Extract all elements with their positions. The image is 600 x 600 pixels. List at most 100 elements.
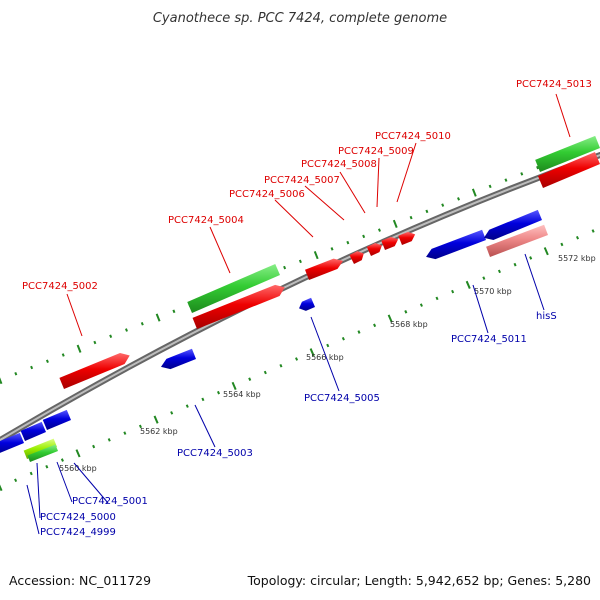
leader-line xyxy=(524,253,545,311)
minor-tick xyxy=(451,289,455,294)
gene-feature[interactable] xyxy=(192,284,285,329)
feature-tracks xyxy=(0,135,600,462)
gene-feature[interactable] xyxy=(366,243,382,256)
minor-tick xyxy=(435,296,439,301)
minor-tick xyxy=(373,323,377,328)
minor-tick xyxy=(520,172,524,176)
tick-label: 5564 kbp xyxy=(223,390,261,399)
leader-line xyxy=(209,226,231,274)
minor-tick xyxy=(504,178,508,182)
minor-tick xyxy=(346,240,350,245)
gene-feature[interactable] xyxy=(0,432,24,455)
minor-tick xyxy=(409,215,413,220)
gene-feature[interactable] xyxy=(42,409,71,430)
minor-tick xyxy=(14,371,18,376)
gene-feature[interactable] xyxy=(349,251,364,264)
gene-feature[interactable] xyxy=(27,444,58,462)
leader-line xyxy=(339,171,366,214)
major-tick xyxy=(155,313,161,322)
leader-line xyxy=(396,142,417,203)
gene-feature[interactable] xyxy=(20,421,46,441)
minor-tick xyxy=(125,328,128,332)
minor-tick xyxy=(482,276,486,280)
major-tick xyxy=(153,415,159,424)
minor-tick xyxy=(377,228,381,232)
tick-labels: 5560 kbp 5562 kbp 5564 kbp 5566 kbp 5568… xyxy=(59,254,596,473)
minor-tick xyxy=(295,357,299,361)
gene-label[interactable]: PCC7424_5006 xyxy=(229,189,305,200)
minor-tick xyxy=(201,397,205,402)
major-tick xyxy=(309,348,315,357)
major-tick xyxy=(231,381,237,391)
gene-feature[interactable] xyxy=(187,263,280,313)
gene-feature[interactable] xyxy=(381,236,399,250)
minor-tick xyxy=(123,431,127,435)
gene-feature[interactable] xyxy=(535,135,600,172)
leader-line xyxy=(73,462,109,504)
minor-tick xyxy=(45,465,49,469)
minor-tick xyxy=(529,256,533,260)
minor-tick xyxy=(536,165,540,170)
gene-label[interactable]: PCC7424_5003 xyxy=(177,448,253,459)
gene-label[interactable]: hisS xyxy=(536,311,557,322)
minor-tick xyxy=(404,310,408,314)
genome-summary-text: Topology: circular; Length: 5,942,652 bp… xyxy=(247,573,591,588)
leader-line xyxy=(194,404,216,448)
gene-feature[interactable] xyxy=(537,152,600,188)
gene-feature[interactable] xyxy=(483,209,542,240)
major-tick xyxy=(392,219,398,228)
lower-tick-track xyxy=(0,229,595,492)
leader-line xyxy=(274,199,314,238)
gene-label[interactable]: PCC7424_5007 xyxy=(264,175,340,186)
minor-tick xyxy=(60,458,64,462)
minor-tick xyxy=(326,343,330,348)
accession-text: Accession: NC_011729 xyxy=(9,573,152,588)
gene-label[interactable]: PCC7424_5002 xyxy=(22,281,98,292)
minor-tick xyxy=(298,259,302,264)
major-tick xyxy=(0,377,3,385)
minor-tick xyxy=(419,303,423,307)
gene-feature[interactable] xyxy=(59,352,130,389)
gene-feature[interactable] xyxy=(398,231,416,245)
major-tick xyxy=(387,314,393,323)
gene-label[interactable]: PCC7424_5009 xyxy=(338,146,414,157)
tick-label: 5566 kbp xyxy=(306,353,344,362)
gene-feature[interactable] xyxy=(160,348,196,370)
leader-line xyxy=(66,293,83,337)
minor-tick xyxy=(107,438,111,442)
gene-label[interactable]: PCC7424_5004 xyxy=(168,215,244,226)
gene-label[interactable]: PCC7424_5010 xyxy=(375,131,451,142)
major-tick xyxy=(75,449,81,458)
minor-tick xyxy=(172,309,176,314)
gene-label[interactable]: PCC7424_5013 xyxy=(516,79,592,90)
minor-tick xyxy=(441,203,445,207)
minor-tick xyxy=(14,478,18,483)
label-leader-lines xyxy=(26,93,571,535)
gene-feature[interactable] xyxy=(486,224,548,257)
gene-label[interactable]: PCC7424_5008 xyxy=(301,159,377,170)
gene-feature[interactable] xyxy=(305,258,344,280)
reverse-gene-labels: PCC7424_4999 PCC7424_5000 PCC7424_5001 P… xyxy=(40,311,557,538)
tick-label: 5562 kbp xyxy=(140,427,178,436)
minor-tick xyxy=(497,269,501,274)
major-tick xyxy=(76,344,82,353)
minor-tick xyxy=(330,247,334,251)
tick-label: 5560 kbp xyxy=(59,464,97,473)
gene-label[interactable]: PCC7424_5001 xyxy=(72,496,148,507)
major-tick xyxy=(0,484,3,492)
tick-label: 5572 kbp xyxy=(558,254,596,263)
gene-label[interactable]: PCC7424_4999 xyxy=(40,527,116,538)
gene-label[interactable]: PCC7424_5005 xyxy=(304,393,380,404)
gene-feature[interactable] xyxy=(299,297,315,311)
tick-label: 5568 kbp xyxy=(390,320,428,329)
minor-tick xyxy=(357,330,361,334)
major-tick xyxy=(313,251,319,260)
gene-label[interactable]: PCC7424_5011 xyxy=(451,334,527,345)
minor-tick xyxy=(30,365,34,370)
minor-tick xyxy=(283,265,287,270)
gene-feature[interactable] xyxy=(426,229,486,260)
map-title: Cyanothece sp. PCC 7424, complete genome xyxy=(153,11,447,26)
minor-tick xyxy=(362,234,366,239)
leader-line xyxy=(310,316,340,392)
gene-label[interactable]: PCC7424_5000 xyxy=(40,512,116,523)
